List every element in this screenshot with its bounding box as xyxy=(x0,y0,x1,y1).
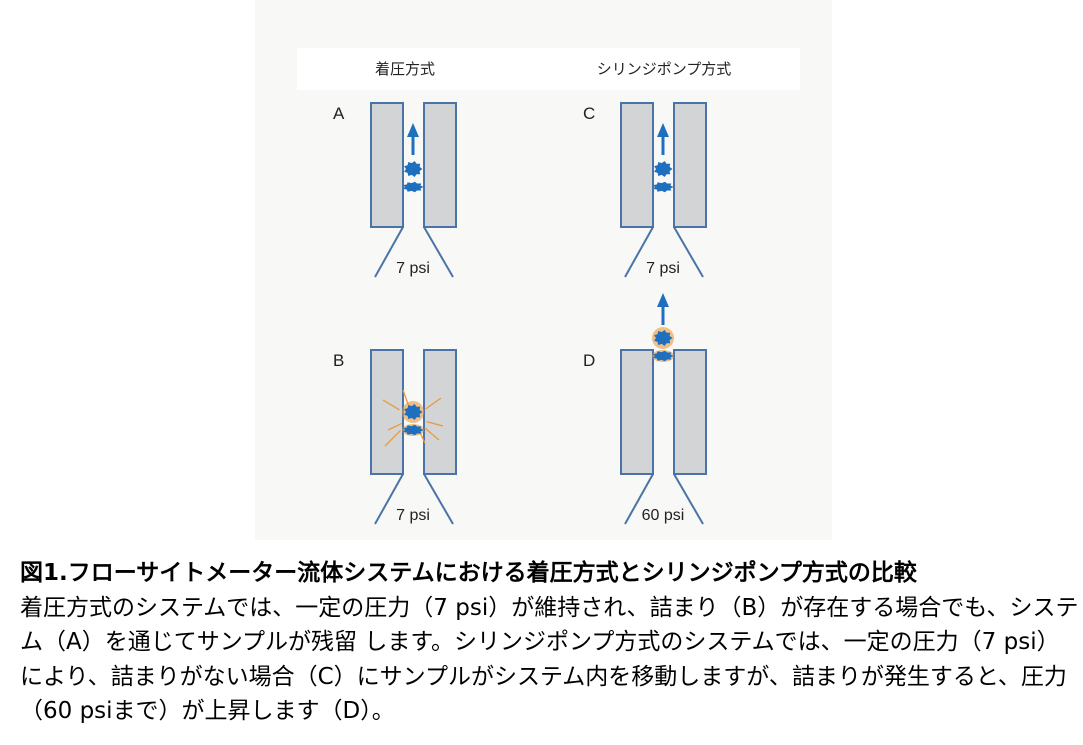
left-wall xyxy=(620,349,654,475)
figure-caption: 図1.フローサイトメーター流体システムにおける着圧方式とシリンジポンプ方式の比較… xyxy=(20,556,1080,729)
figure-background xyxy=(255,0,832,540)
caption-body: 着圧方式のシステムでは、一定の圧力（7 psi）が維持され、詰まり（B）が存在す… xyxy=(20,594,1079,725)
panel-letter: D xyxy=(583,351,595,370)
funnel-left xyxy=(374,473,404,525)
burst-ray xyxy=(384,430,401,447)
panel-letter: B xyxy=(333,351,344,370)
panel-d: D 60 psi xyxy=(583,293,707,525)
burst-ray xyxy=(387,422,403,431)
pressure-label: 7 psi xyxy=(396,260,430,277)
panel-c: C 7 psi xyxy=(583,102,707,278)
funnel-left xyxy=(374,226,404,278)
right-wall xyxy=(673,102,707,228)
cell-particle xyxy=(652,181,674,193)
pressure-label: 60 psi xyxy=(642,507,685,524)
funnel-right xyxy=(673,226,704,278)
flow-arrow-head xyxy=(657,293,669,307)
funnel-left xyxy=(624,473,654,525)
panel-b: B 7 psi xyxy=(333,349,457,525)
pressure-label: 7 psi xyxy=(646,260,680,277)
panel-letter: A xyxy=(333,104,345,123)
cell-particle xyxy=(402,181,424,193)
cell-particle xyxy=(404,404,423,420)
caption-title: 図1.フローサイトメーター流体システムにおける着圧方式とシリンジポンプ方式の比較 xyxy=(20,560,917,586)
cell-particle xyxy=(652,350,674,362)
funnel-right xyxy=(423,473,454,525)
cell-particle xyxy=(402,424,424,436)
left-wall xyxy=(620,102,654,228)
burst-ray xyxy=(425,397,442,410)
panel-letter: C xyxy=(583,104,595,123)
right-wall xyxy=(423,102,457,228)
cell-particle xyxy=(654,330,673,346)
flow-arrow-head xyxy=(657,123,669,137)
figure-header xyxy=(297,48,800,90)
funnel-right xyxy=(423,226,454,278)
funnel-right xyxy=(673,473,704,525)
flow-arrow-head xyxy=(407,123,419,137)
header-syringe-pump-method: シリンジポンプ方式 xyxy=(596,60,732,78)
burst-ray xyxy=(382,399,400,411)
left-wall xyxy=(370,349,404,475)
pressure-label: 7 psi xyxy=(396,507,430,524)
right-wall xyxy=(423,349,457,475)
right-wall xyxy=(673,349,707,475)
header-pressure-method: 着圧方式 xyxy=(374,60,436,78)
cell-particle xyxy=(654,161,673,177)
burst-ray xyxy=(426,420,444,427)
funnel-left xyxy=(624,226,654,278)
left-wall xyxy=(370,102,404,228)
panel-a: A 7 psi xyxy=(333,102,457,278)
cell-particle xyxy=(404,161,423,177)
burst-ray xyxy=(424,427,440,441)
